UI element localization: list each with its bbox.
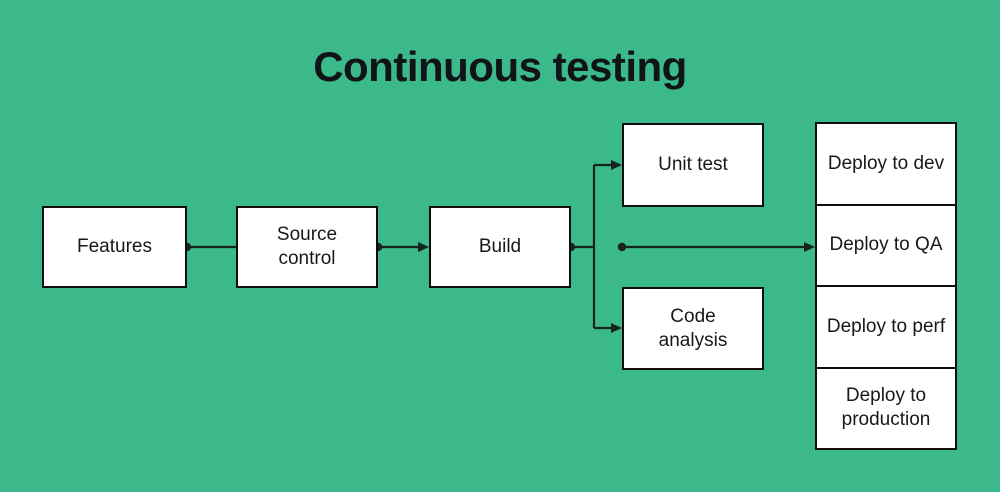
node-source-control[interactable]: Source control [236,206,378,288]
node-features-label: Features [77,236,152,257]
node-code-analysis-label-line1: Code [670,305,716,327]
node-source-control-label-line2: control [278,248,336,269]
node-build[interactable]: Build [429,206,571,288]
page-title: Continuous testing [313,43,687,90]
edge-source-control-to-build [373,242,429,252]
deploy-production-label-line1: Deploy to [845,385,927,407]
deploy-stack: Deploy to dev Deploy to QA Deploy to per… [815,122,957,450]
node-code-analysis-label-line2: analysis [658,329,728,351]
deploy-qa-label-line1: Deploy to [829,234,910,256]
deploy-stack-cell-qa[interactable]: Deploy to QA [817,205,955,287]
deploy-production-label-line2: production [841,409,931,431]
deploy-perf-label-line2: perf [912,315,946,337]
node-features[interactable]: Features [42,206,187,288]
edge-build-to-unit-test [594,160,622,170]
node-unit-test-label: Unit test [658,154,728,175]
deploy-dev-label-line1: Deploy to [827,152,909,174]
node-build-label: Build [478,236,522,257]
node-source-control-label-line1: Source [276,224,338,245]
edge-build-to-code-analysis [594,323,622,333]
deploy-qa-label-line2: QA [915,234,943,256]
deploy-stack-cell-production[interactable]: Deploy to production [817,368,955,448]
deploy-dev-label-line2: dev [913,152,945,174]
deploy-stack-cell-perf[interactable]: Deploy to perf [817,287,955,369]
node-code-analysis[interactable]: Code analysis [622,287,764,370]
edge-build-to-deploy-stack [617,242,815,252]
deploy-perf-label-line1: Deploy to [826,315,908,337]
node-unit-test[interactable]: Unit test [622,123,764,207]
deploy-stack-cell-dev[interactable]: Deploy to dev [817,124,955,206]
